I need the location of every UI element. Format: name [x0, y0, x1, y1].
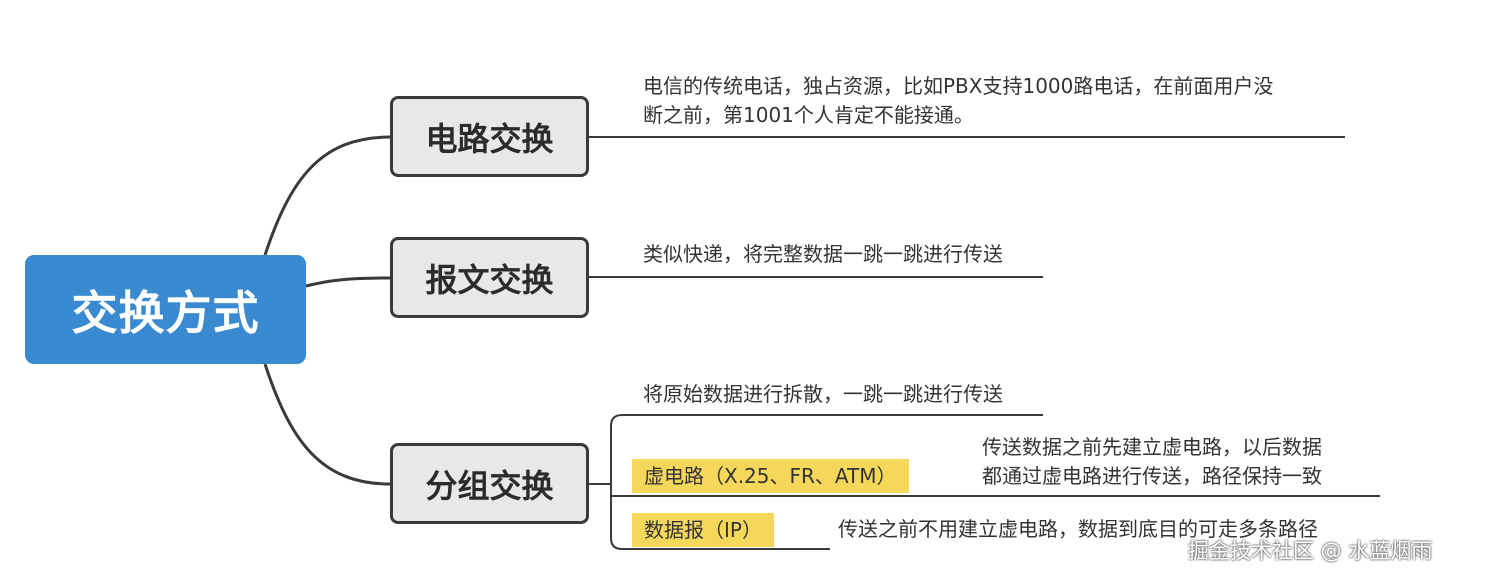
- note-line: 传送数据之前先建立虚电路，以后数据: [982, 435, 1322, 459]
- watermark: 掘金技术社区 @ 水蓝烟雨: [1188, 539, 1433, 563]
- branch-label: 报文交换: [425, 260, 554, 299]
- bracket-packet-children: [610, 414, 1043, 550]
- tag-virtual-circuit[interactable]: 虚电路（X.25、FR、ATM）: [632, 459, 909, 493]
- note-circuit-switching: 电信的传统电话，独占资源，比如PBX支持1000路电话，在前面用户没 断之前，第…: [643, 72, 1273, 130]
- note-line: 都通过虚电路进行传送，路径保持一致: [982, 464, 1322, 488]
- note-line: 断之前，第1001个人肯定不能接通。: [643, 103, 974, 127]
- branch-packet-switching[interactable]: 分组交换: [390, 443, 589, 524]
- branch-label: 电路交换: [425, 119, 554, 158]
- branch-circuit-switching[interactable]: 电路交换: [390, 96, 589, 177]
- root-label: 交换方式: [71, 285, 260, 340]
- branch-message-switching[interactable]: 报文交换: [390, 237, 589, 318]
- note-message-switching: 类似快递，将完整数据一跳一跳进行传送: [643, 242, 1003, 266]
- note-line: 电信的传统电话，独占资源，比如PBX支持1000路电话，在前面用户没: [643, 74, 1274, 98]
- connector-root-to-message: [305, 276, 391, 288]
- branch-label: 分组交换: [425, 466, 554, 505]
- note-packet-switching: 将原始数据进行拆散，一跳一跳进行传送: [643, 382, 1003, 406]
- note-datagram: 传送之前不用建立虚电路，数据到底目的可走多条路径: [838, 517, 1318, 541]
- connector-root-to-packet: [263, 363, 391, 486]
- tag-datagram[interactable]: 数据报（IP）: [632, 513, 774, 547]
- root-node[interactable]: 交换方式: [25, 255, 306, 364]
- connector-root-to-circuit: [263, 135, 391, 256]
- note-virtual-circuit: 传送数据之前先建立虚电路，以后数据 都通过虚电路进行传送，路径保持一致: [982, 433, 1322, 491]
